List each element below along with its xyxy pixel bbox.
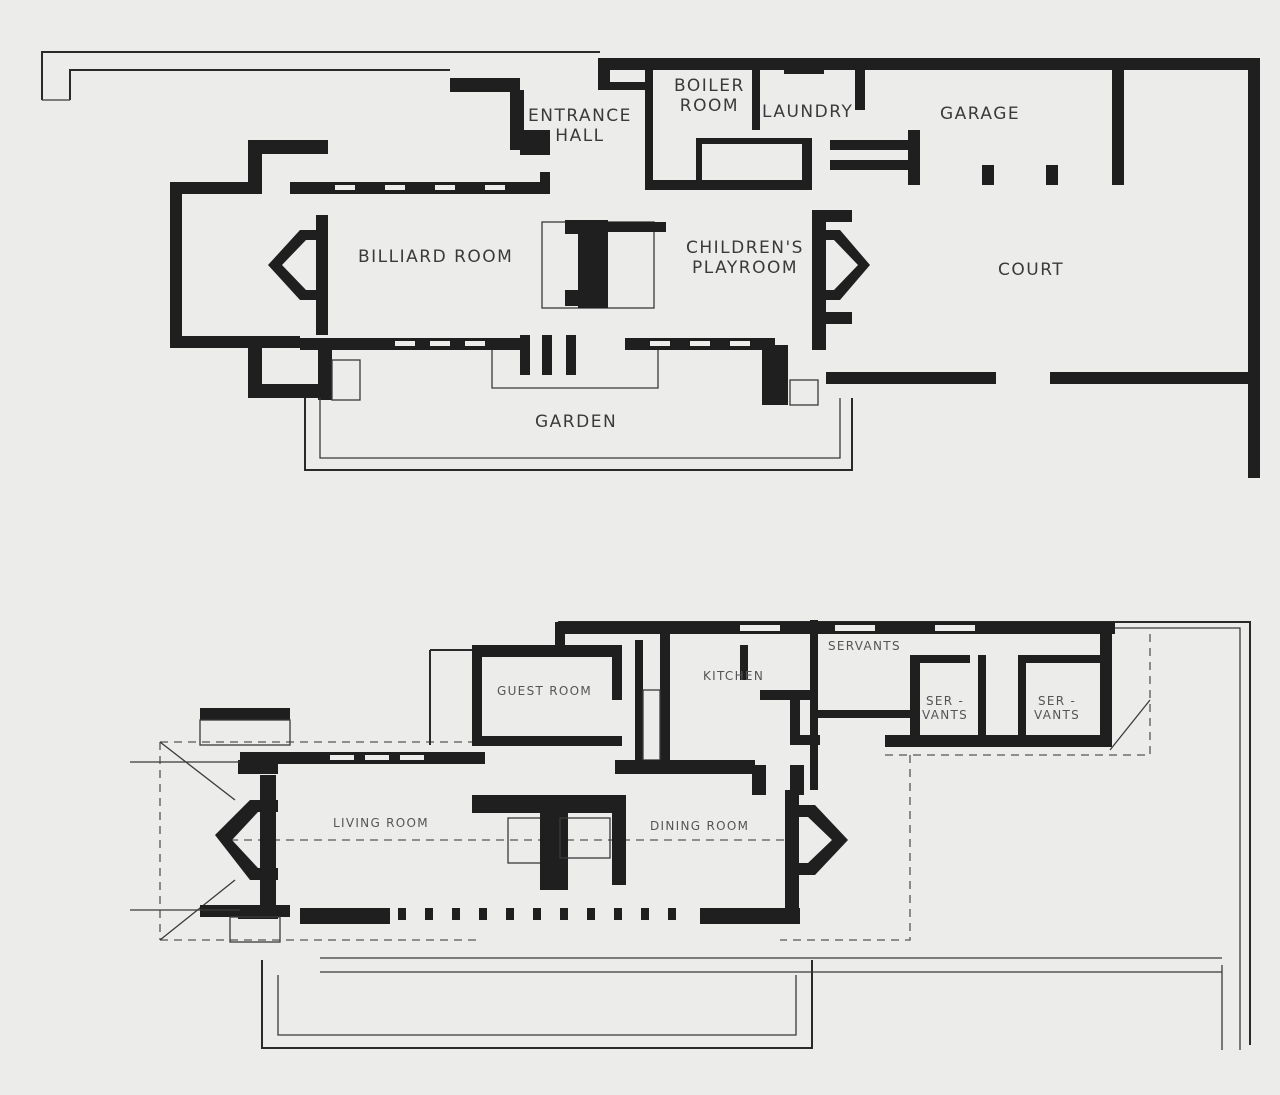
- label-boiler-room: BOILER ROOM: [674, 76, 745, 117]
- label-laundry: LAUNDRY: [762, 102, 854, 122]
- label-billiard-room: BILLIARD ROOM: [358, 247, 514, 267]
- upper-plan: [41, 51, 1260, 478]
- label-servants-room-1: SER - VANTS: [922, 694, 969, 723]
- label-kitchen: KITCHEN: [703, 669, 765, 683]
- label-garden: GARDEN: [535, 412, 618, 432]
- label-court: COURT: [998, 260, 1065, 280]
- label-childrens-playroom: CHILDREN'S PLAYROOM: [686, 238, 804, 279]
- label-dining-room: DINING ROOM: [650, 819, 750, 833]
- label-servants-room-2: SER - VANTS: [1034, 694, 1081, 723]
- label-garage: GARAGE: [940, 104, 1021, 124]
- label-servants-hall: SERVANTS: [828, 639, 901, 653]
- lower-plan: [130, 620, 1251, 1050]
- label-living-room: LIVING ROOM: [333, 816, 429, 830]
- label-guest-room: GUEST ROOM: [497, 684, 593, 698]
- label-entrance-hall: ENTRANCE HALL: [528, 106, 632, 147]
